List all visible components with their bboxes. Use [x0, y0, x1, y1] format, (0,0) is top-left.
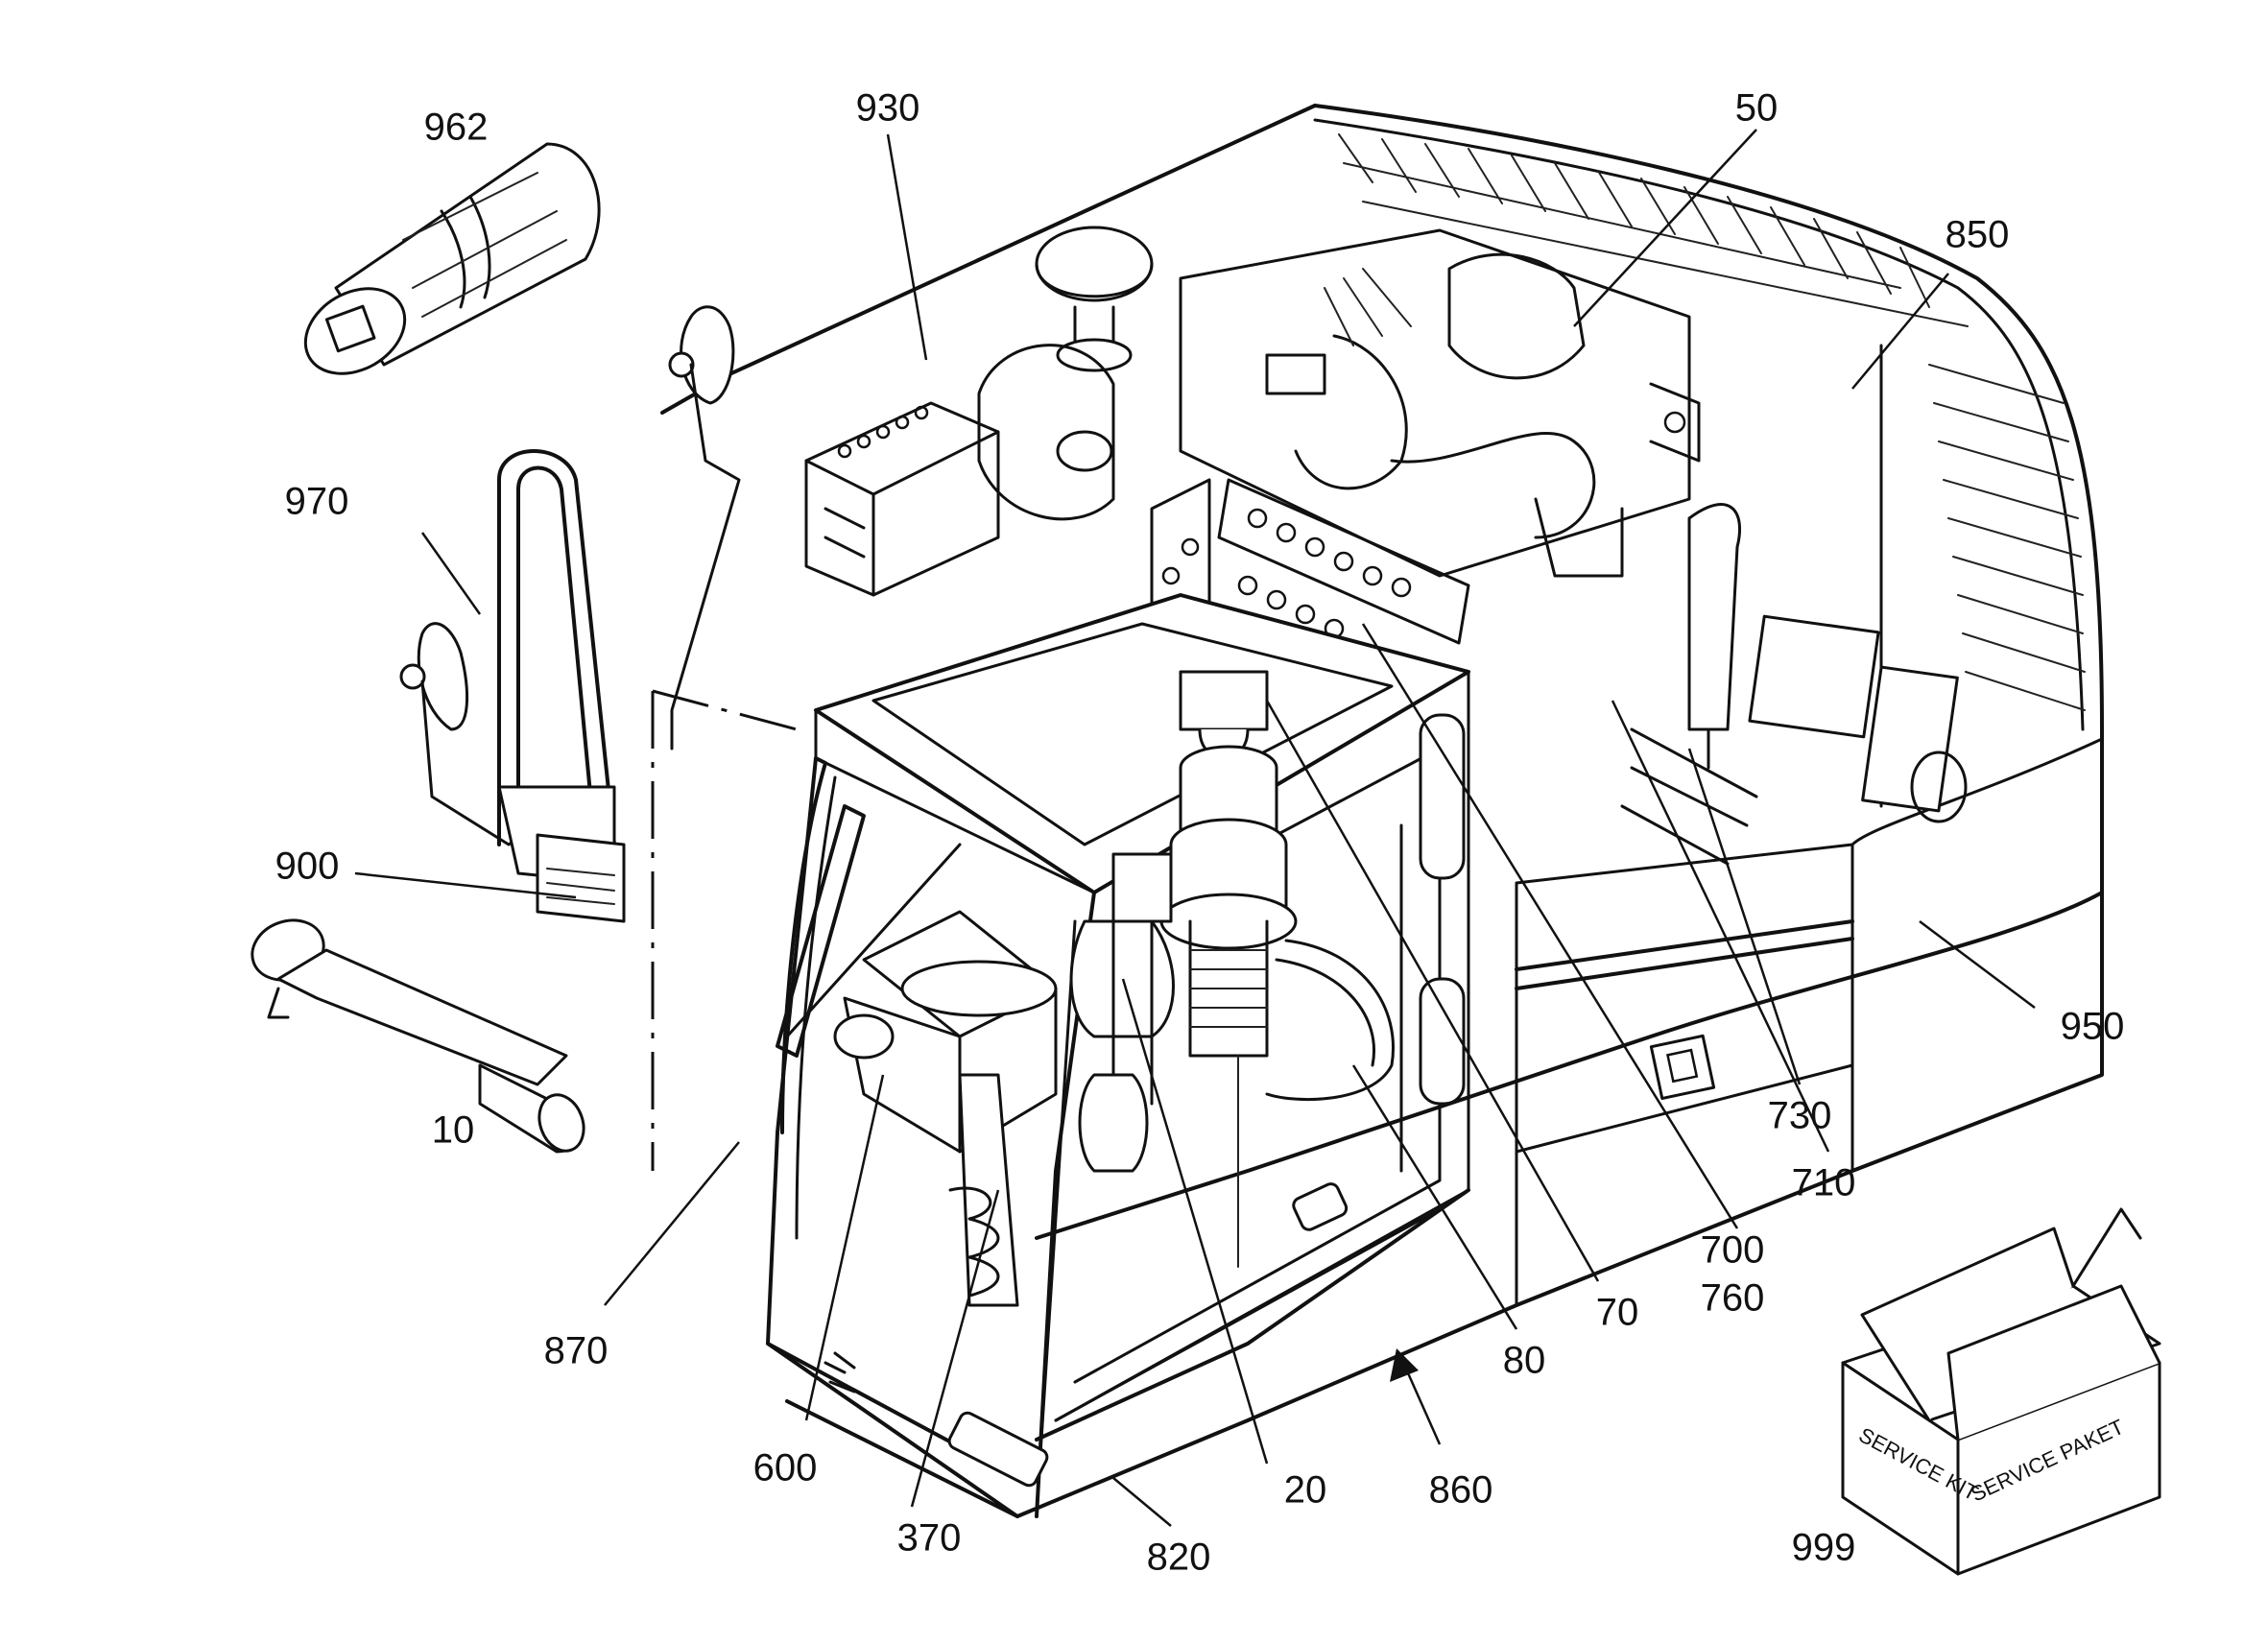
part-handrail: [497, 449, 616, 885]
exhaust-pipe: [1687, 503, 1742, 770]
label-70: 70: [1596, 1292, 1639, 1334]
service-kit-box: SERVICE KIT SERVICE PAKET: [1841, 1207, 2161, 1576]
engine-block: [1179, 228, 1701, 578]
label-900: 900: [275, 846, 340, 888]
alignment-line: [651, 689, 798, 1171]
direction-arrow: [1390, 1348, 1442, 1445]
label-710: 710: [1792, 1162, 1856, 1204]
part-labels: 962 930 50 850 970 900 10 950 730 710 70…: [275, 87, 2125, 1579]
label-730: 730: [1768, 1095, 1832, 1137]
label-860: 860: [1429, 1469, 1493, 1512]
label-850: 850: [1946, 214, 2010, 256]
label-370: 370: [897, 1517, 962, 1560]
label-10: 10: [432, 1109, 475, 1152]
part-10-pin: [251, 918, 585, 1154]
label-760: 760: [1701, 1277, 1765, 1320]
label-700: 700: [1701, 1229, 1765, 1272]
label-870: 870: [544, 1330, 609, 1372]
part-900-bracket: [536, 833, 626, 923]
label-950: 950: [2061, 1006, 2125, 1048]
label-600: 600: [753, 1447, 818, 1489]
air-filter: [977, 226, 1154, 521]
label-80: 80: [1503, 1340, 1546, 1382]
label-999: 999: [1792, 1527, 1856, 1569]
label-820: 820: [1147, 1537, 1211, 1579]
label-970: 970: [285, 481, 349, 523]
part-970-mirror: [399, 305, 741, 846]
leader-lines: [354, 129, 2036, 1527]
battery: [804, 401, 1000, 597]
label-50: 50: [1735, 87, 1779, 130]
label-962: 962: [424, 107, 489, 149]
part-962-roll: [303, 142, 601, 375]
label-20: 20: [1284, 1469, 1327, 1512]
label-930: 930: [856, 87, 920, 130]
operator-cab: [766, 593, 1470, 1518]
filter-unit: [1620, 614, 1968, 866]
